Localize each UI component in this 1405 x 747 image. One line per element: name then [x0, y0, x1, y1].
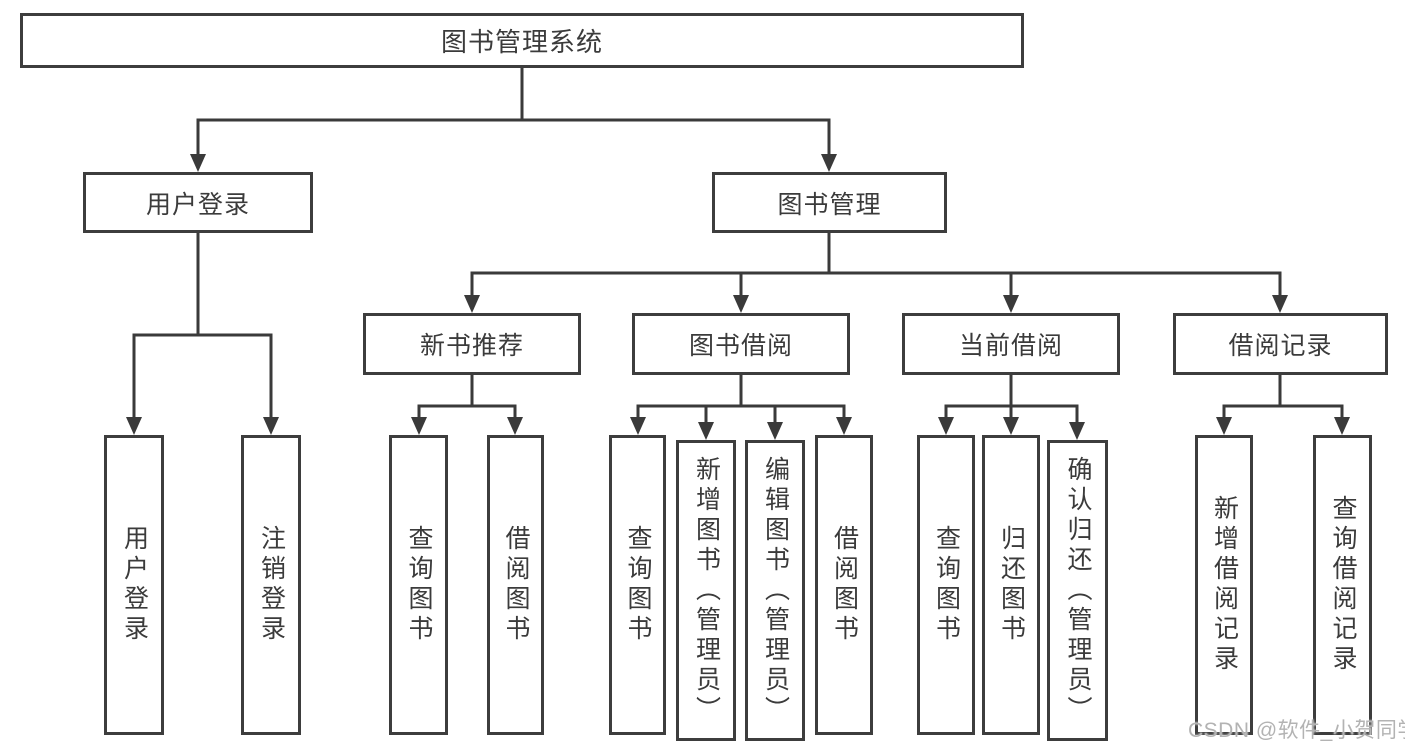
arrowheads: [126, 154, 1350, 440]
leaf-query-books-current-label: 查询图书: [932, 525, 961, 645]
tree-edges: [132, 66, 1344, 429]
node-current-borrowing: 当前借阅: [902, 313, 1120, 375]
leaf-query-books-borrow: 查询图书: [609, 435, 666, 735]
leaf-add-books-admin: 新增图书（管理员）: [676, 440, 736, 741]
leaf-query-books-borrow-label: 查询图书: [624, 525, 652, 645]
leaf-user-login-label: 用户登录: [120, 525, 149, 645]
leaf-confirm-return-admin: 确认归还（管理员）: [1047, 440, 1108, 741]
leaf-query-books-recommend-label: 查询图书: [405, 525, 433, 645]
leaf-return-books-label: 归还图书: [997, 525, 1026, 645]
leaf-query-borrow-record-label: 查询借阅记录: [1329, 495, 1357, 675]
leaf-borrow-books: 借阅图书: [815, 435, 873, 735]
leaf-edit-books-admin-label: 编辑图书（管理员）: [761, 455, 790, 726]
leaf-query-books-current: 查询图书: [917, 435, 975, 735]
leaf-borrow-books-label: 借阅图书: [830, 525, 859, 645]
node-library-system: 图书管理系统: [20, 13, 1024, 68]
leaf-query-borrow-record: 查询借阅记录: [1313, 435, 1372, 735]
leaf-confirm-return-admin-label: 确认归还（管理员）: [1064, 455, 1092, 726]
leaf-logout-label: 注销登录: [257, 525, 286, 645]
leaf-add-books-admin-label: 新增图书（管理员）: [692, 455, 721, 726]
leaf-logout: 注销登录: [241, 435, 301, 735]
leaf-user-login: 用户登录: [104, 435, 164, 735]
node-borrowing-records: 借阅记录: [1173, 313, 1388, 375]
leaf-add-borrow-record: 新增借阅记录: [1195, 435, 1253, 735]
leaf-borrow-books-recommend: 借阅图书: [487, 435, 544, 735]
node-book-management: 图书管理: [712, 172, 947, 233]
csdn-watermark: CSDN @软件_小贺同学: [1188, 719, 1405, 742]
leaf-query-books-recommend: 查询图书: [389, 435, 448, 735]
node-new-book-recommend: 新书推荐: [363, 313, 581, 375]
node-book-borrowing: 图书借阅: [632, 313, 850, 375]
leaf-return-books: 归还图书: [982, 435, 1040, 735]
node-user-login: 用户登录: [83, 172, 313, 233]
leaf-borrow-books-recommend-label: 借阅图书: [502, 525, 530, 645]
leaf-add-borrow-record-label: 新增借阅记录: [1210, 495, 1239, 675]
leaf-edit-books-admin: 编辑图书（管理员）: [745, 440, 805, 741]
